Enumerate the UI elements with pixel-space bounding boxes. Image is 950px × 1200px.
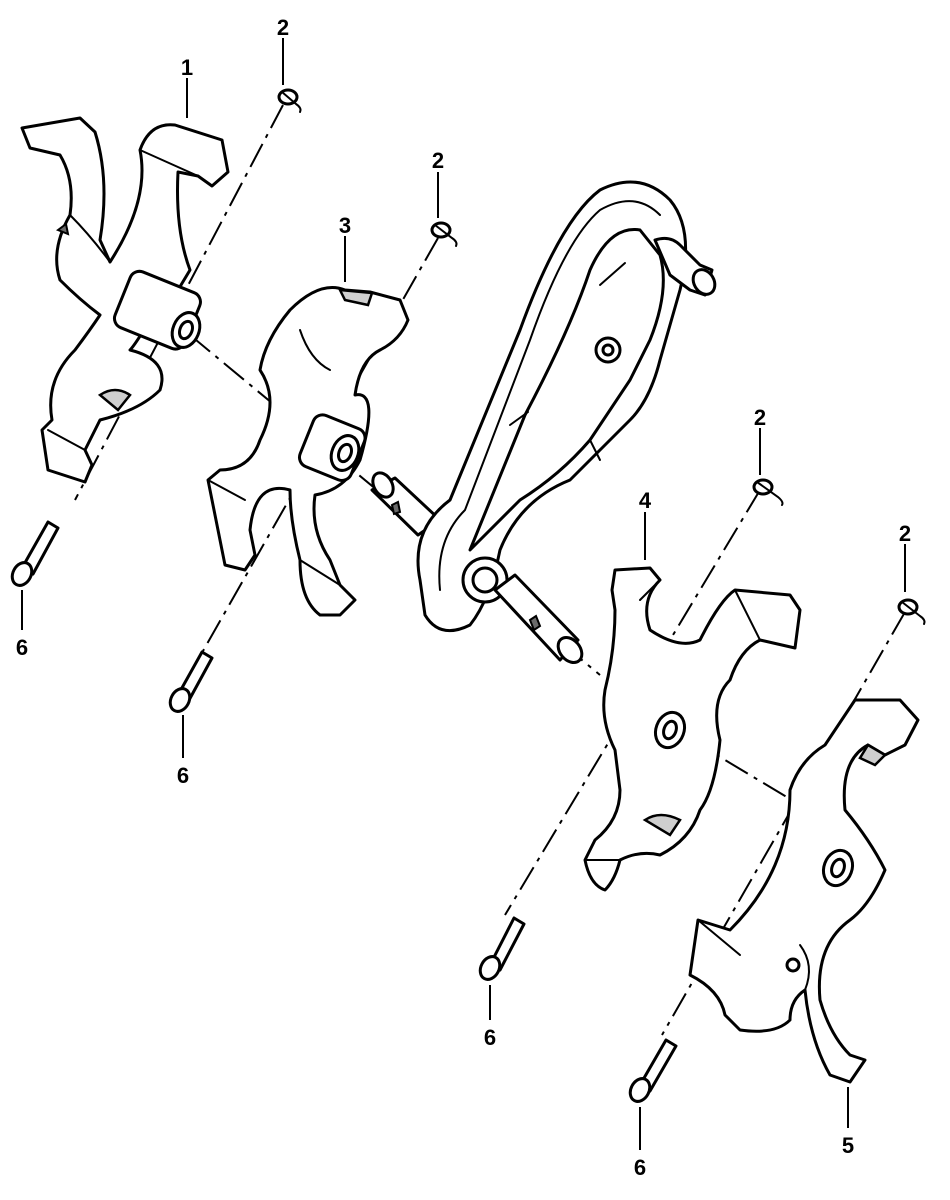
bolt-b [168, 650, 214, 713]
gear-housing [416, 180, 717, 633]
callout-cotter-pin-b: 2 [432, 148, 444, 173]
callout-tine-1: 1 [181, 55, 193, 80]
callout-labels: 1 2 2 3 4 2 2 6 6 6 6 5 [16, 15, 911, 1180]
right-axle-shaft [493, 573, 584, 665]
cotter-pin-c [752, 478, 784, 506]
left-axle-shaft [370, 471, 442, 537]
cotter-pin-a [277, 88, 302, 113]
tine-part-4 [583, 566, 802, 892]
tine-part-3 [206, 286, 410, 617]
axle-center-line-right [649, 714, 801, 806]
leader-lines [21, 38, 906, 1150]
callout-bolt-a: 6 [16, 635, 28, 660]
callout-cotter-pin-a: 2 [277, 15, 289, 40]
tine-part-5 [688, 698, 920, 1084]
callout-cotter-pin-d: 2 [899, 521, 911, 546]
bolt-a [10, 520, 60, 587]
callout-bolt-b: 6 [177, 763, 189, 788]
callout-tine-5: 5 [842, 1133, 854, 1158]
callout-bolt-d: 6 [634, 1155, 646, 1180]
callout-tine-4: 4 [639, 488, 652, 513]
callout-tine-3: 3 [339, 213, 351, 238]
bolt-c [478, 916, 526, 981]
callout-cotter-pin-c: 2 [754, 405, 766, 430]
pin-line-3 [504, 489, 761, 916]
callout-bolt-c: 6 [484, 1025, 496, 1050]
tine-part-1 [20, 116, 230, 484]
cotter-pin-d [897, 598, 926, 625]
cotter-pin-b [430, 221, 458, 247]
bolt-d [628, 1038, 678, 1103]
